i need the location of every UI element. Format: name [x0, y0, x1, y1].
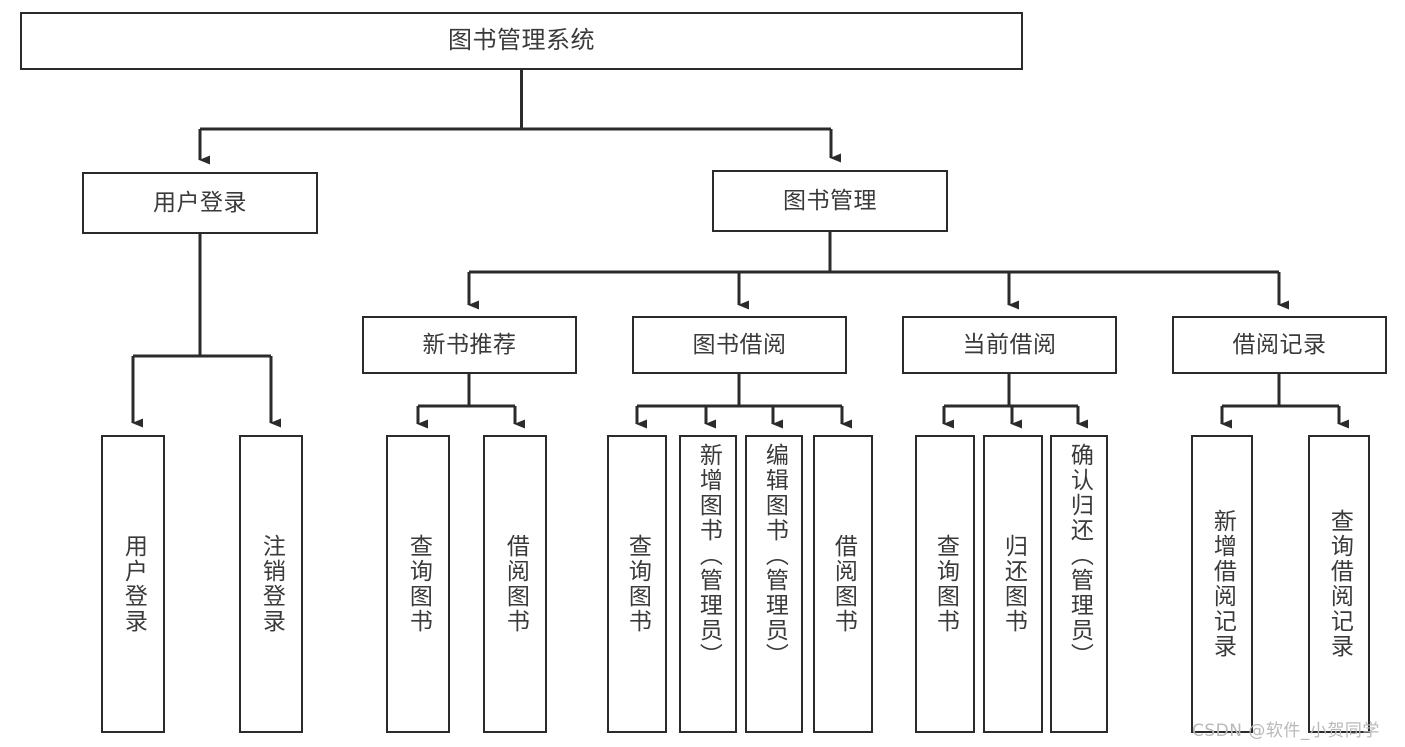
node-leaf-borrow-book-recommend-label: 借阅图书	[502, 534, 529, 634]
node-leaf-query-book-recommend[interactable]: 查询图书	[386, 435, 450, 733]
node-leaf-borrow-book-label: 借阅图书	[830, 534, 857, 634]
node-leaf-query-book-borrow-label: 查询图书	[624, 534, 651, 634]
node-root[interactable]: 图书管理系统	[20, 12, 1023, 70]
node-leaf-return-book-label: 归还图书	[1000, 534, 1027, 634]
node-user-login[interactable]: 用户登录	[82, 172, 318, 234]
node-leaf-logout-login[interactable]: 注销登录	[239, 435, 303, 733]
node-book-borrow[interactable]: 图书借阅	[632, 316, 847, 374]
node-leaf-edit-book-admin[interactable]: 编辑图书（管理员）	[745, 435, 803, 733]
node-user-login-label: 用户登录	[153, 189, 247, 216]
node-book-management-label: 图书管理	[783, 187, 877, 214]
node-leaf-query-borrow-record-label: 查询借阅记录	[1326, 509, 1353, 659]
node-leaf-add-book-admin[interactable]: 新增图书（管理员）	[679, 435, 737, 733]
node-current-borrow-label: 当前借阅	[962, 331, 1057, 358]
node-leaf-confirm-return-admin[interactable]: 确认归还（管理员）	[1050, 435, 1108, 733]
node-leaf-add-borrow-record-label: 新增借阅记录	[1209, 509, 1236, 659]
node-leaf-add-book-admin-label: 新增图书（管理员）	[695, 443, 722, 668]
node-book-management[interactable]: 图书管理	[712, 170, 948, 232]
node-leaf-query-book-current[interactable]: 查询图书	[915, 435, 975, 733]
node-leaf-user-login-label: 用户登录	[120, 534, 147, 634]
node-root-label: 图书管理系统	[448, 26, 595, 55]
node-leaf-add-borrow-record[interactable]: 新增借阅记录	[1191, 435, 1253, 733]
node-current-borrow[interactable]: 当前借阅	[902, 316, 1117, 374]
node-leaf-borrow-book[interactable]: 借阅图书	[813, 435, 873, 733]
node-leaf-return-book[interactable]: 归还图书	[983, 435, 1043, 733]
node-new-book-recommend[interactable]: 新书推荐	[362, 316, 577, 374]
node-leaf-query-book-current-label: 查询图书	[932, 534, 959, 634]
node-new-book-recommend-label: 新书推荐	[422, 331, 517, 358]
node-borrow-records[interactable]: 借阅记录	[1172, 316, 1387, 374]
node-leaf-user-login[interactable]: 用户登录	[101, 435, 165, 733]
csdn-watermark: CSDN @软件_小贺同学	[1192, 721, 1380, 741]
node-borrow-records-label: 借阅记录	[1232, 331, 1327, 358]
node-leaf-query-book-recommend-label: 查询图书	[405, 534, 432, 634]
node-book-borrow-label: 图书借阅	[692, 331, 787, 358]
node-leaf-query-borrow-record[interactable]: 查询借阅记录	[1308, 435, 1370, 733]
node-leaf-confirm-return-admin-label: 确认归还（管理员）	[1066, 443, 1093, 668]
node-leaf-edit-book-admin-label: 编辑图书（管理员）	[761, 443, 788, 668]
node-leaf-query-book-borrow[interactable]: 查询图书	[607, 435, 667, 733]
node-leaf-borrow-book-recommend[interactable]: 借阅图书	[483, 435, 547, 733]
node-leaf-logout-login-label: 注销登录	[258, 534, 285, 634]
